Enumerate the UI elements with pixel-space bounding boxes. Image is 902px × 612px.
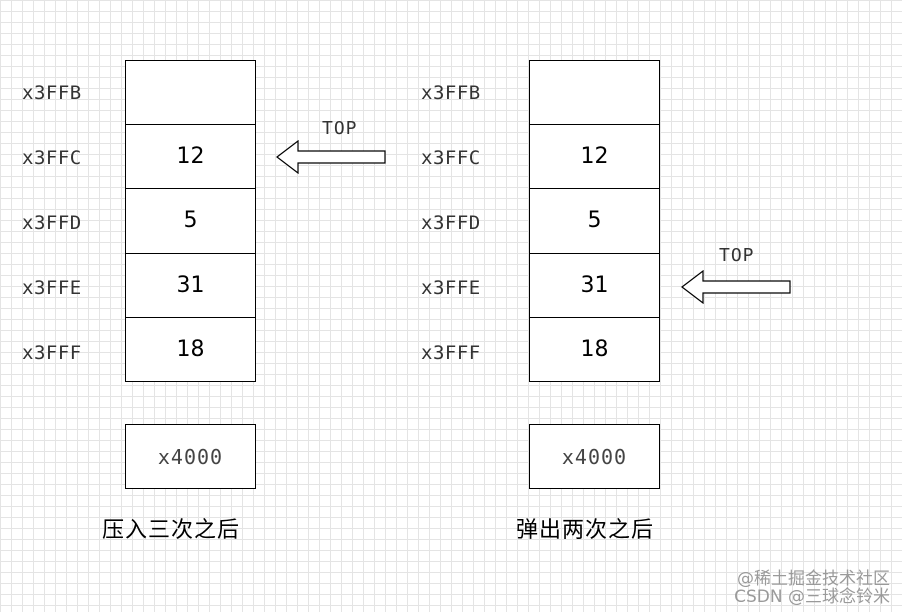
stack-cell (529, 60, 660, 126)
right-address-labels: x3FFB x3FFC x3FFD x3FFE x3FFF (421, 60, 481, 386)
address-label: x3FFD (22, 211, 82, 234)
stack-cell: 18 (125, 316, 256, 382)
watermark-line: CSDN @三球念铃米 (734, 587, 890, 607)
address-label: x3FFD (421, 211, 481, 234)
address-label: x3FFF (22, 342, 82, 365)
address-label: x3FFE (22, 277, 82, 300)
stack-cell (125, 60, 256, 126)
stack-cell: 12 (529, 124, 660, 190)
right-stack: 12 5 31 18 (529, 60, 660, 382)
right-extra-cell: x4000 (529, 424, 660, 489)
watermark: @稀土掘金技术社区 CSDN @三球念铃米 (734, 570, 890, 606)
address-label: x3FFF (421, 342, 481, 365)
right-caption: 弹出两次之后 (516, 518, 655, 543)
address-label: x3FFB (421, 81, 481, 104)
right-top-label: TOP (719, 245, 755, 266)
address-label: x3FFE (421, 277, 481, 300)
left-top-arrow-icon (276, 140, 386, 174)
left-extra-cell: x4000 (125, 424, 256, 489)
address-label: x3FFB (22, 81, 82, 104)
stack-cell: 5 (125, 188, 256, 254)
stack-cell: 31 (529, 252, 660, 318)
stack-cell: 18 (529, 316, 660, 382)
stack-cell: 12 (125, 124, 256, 190)
stack-cell: 5 (529, 188, 660, 254)
left-caption: 压入三次之后 (102, 518, 241, 543)
left-stack: 12 5 31 18 (125, 60, 256, 382)
right-top-arrow-icon (681, 270, 791, 304)
address-label: x3FFC (22, 146, 82, 169)
left-address-labels: x3FFB x3FFC x3FFD x3FFE x3FFF (22, 60, 82, 386)
watermark-line: @稀土掘金技术社区 (737, 569, 890, 589)
address-label: x3FFC (421, 146, 481, 169)
stack-cell: 31 (125, 252, 256, 318)
left-top-label: TOP (322, 118, 358, 139)
